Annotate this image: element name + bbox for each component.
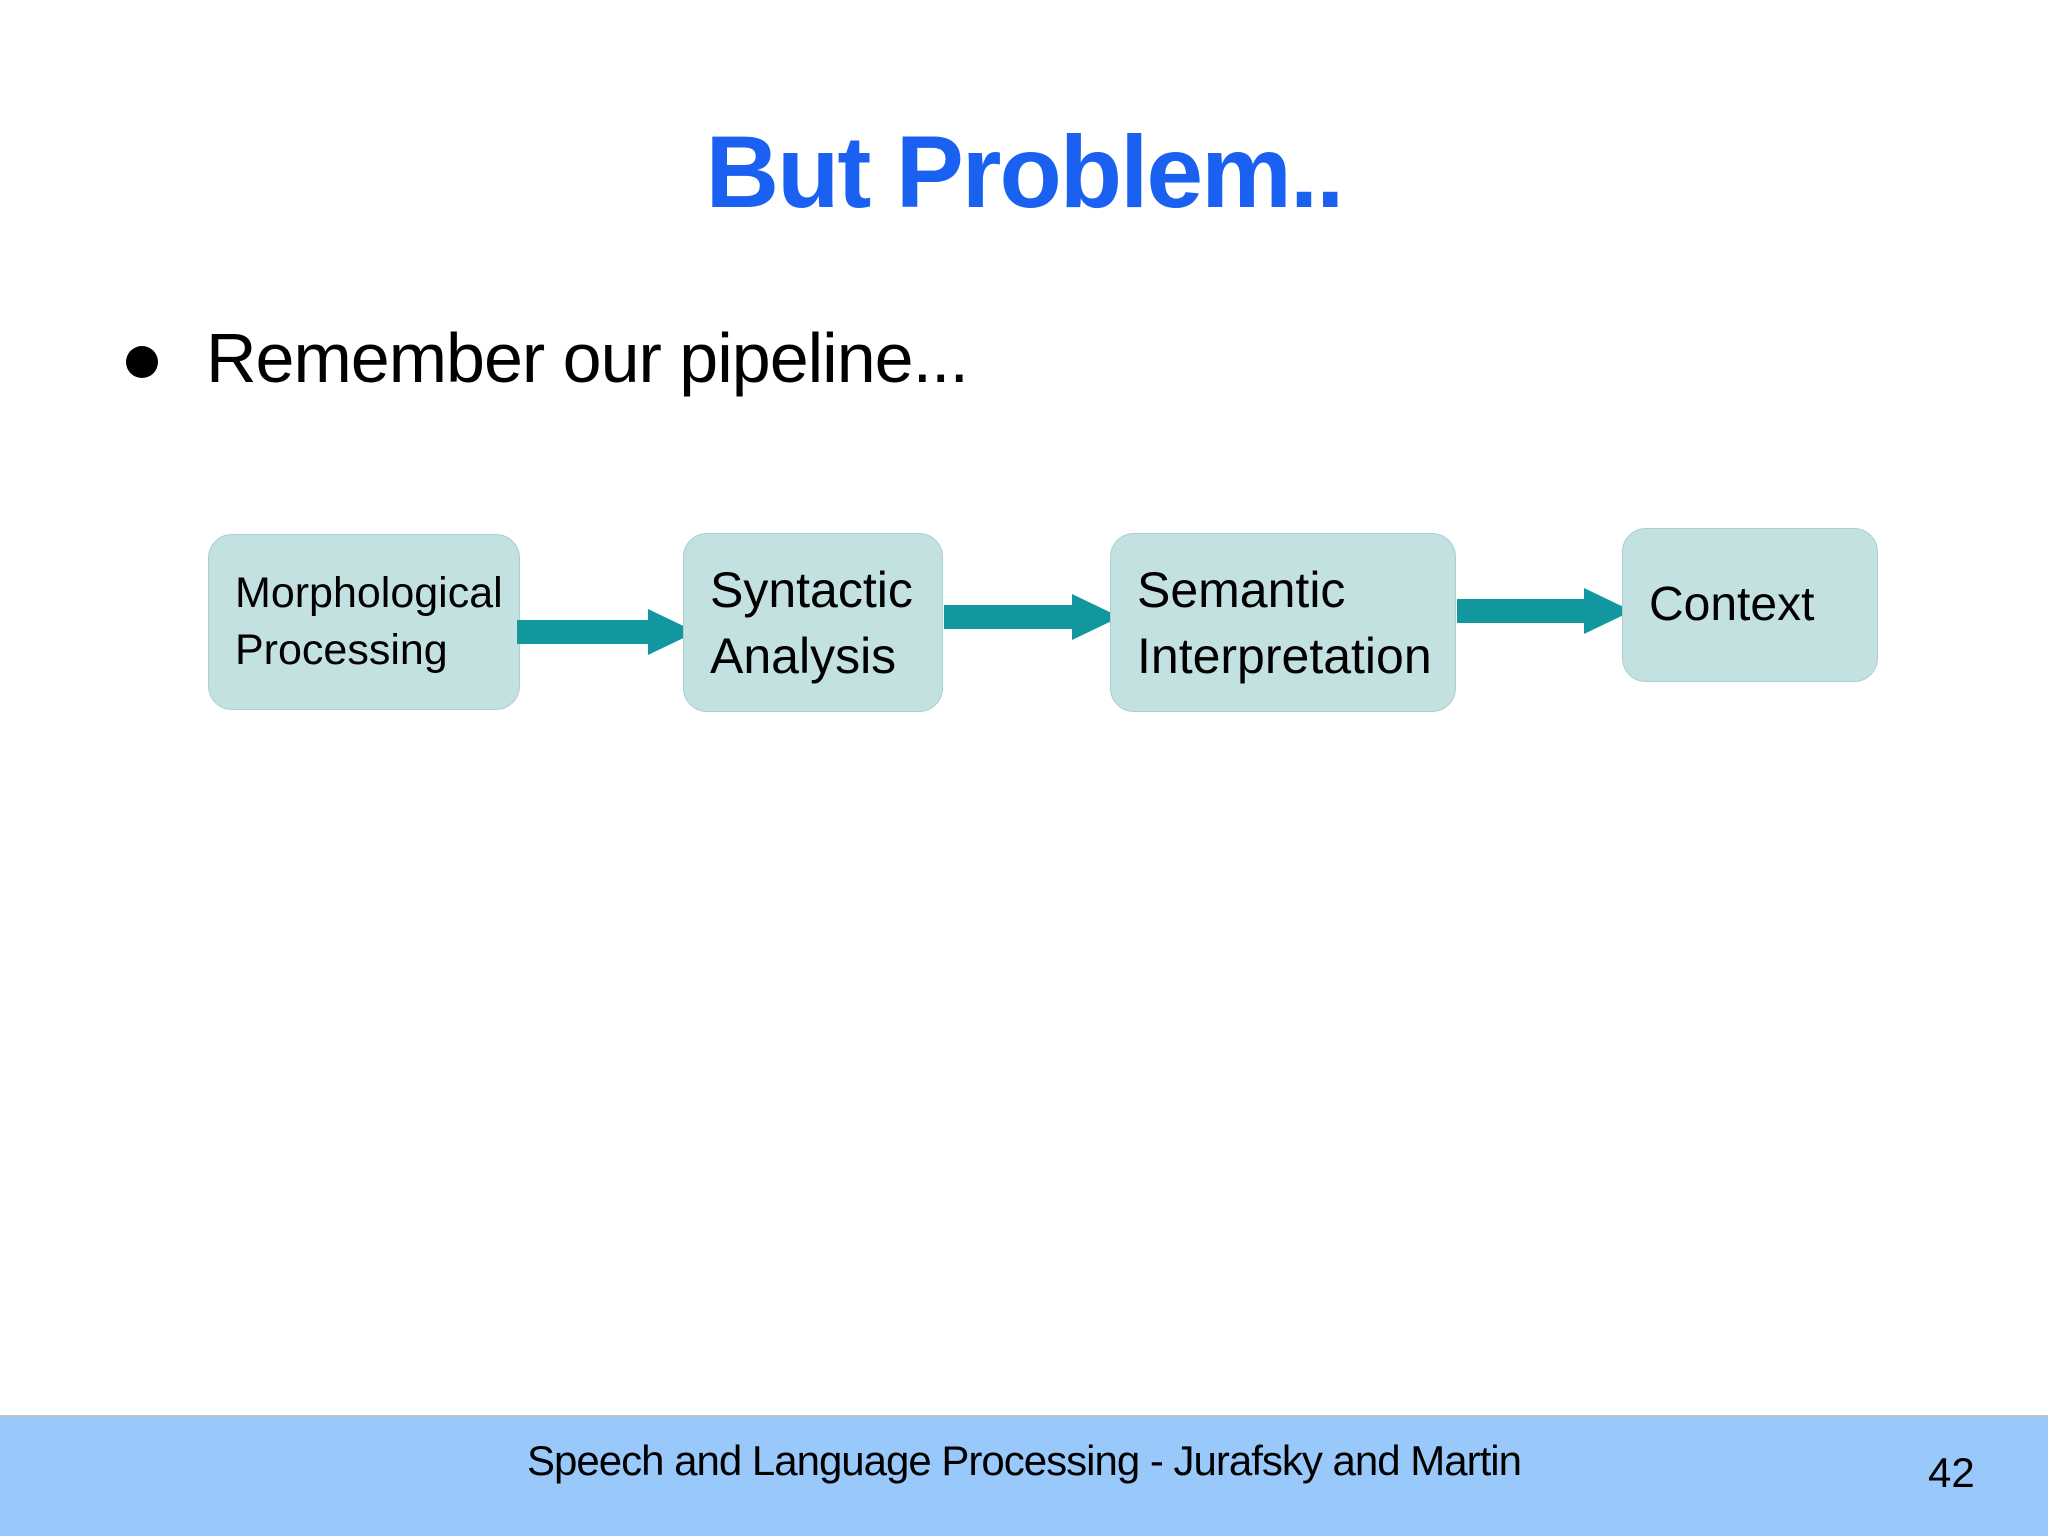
flow-arrow-2-shaft	[944, 605, 1072, 629]
pipeline-box-semantic-interpretation: Semantic Interpretation	[1110, 533, 1456, 712]
footer-bar: Speech and Language Processing - Jurafsk…	[0, 1415, 2048, 1536]
box-label-line: Interpretation	[1137, 627, 1432, 684]
page-number: 42	[1928, 1449, 1975, 1496]
footer-citation: Speech and Language Processing - Jurafsk…	[527, 1437, 1522, 1484]
pipeline-box-morphological-processing: Morphological Processing	[208, 534, 520, 710]
box-label-line: Processing	[235, 626, 448, 674]
bullet-text: Remember our pipeline...	[206, 319, 969, 397]
box-label-line: Context	[1649, 578, 1815, 632]
flow-arrow-2-head-icon	[1072, 594, 1120, 640]
bullet-item: Remember our pipeline...	[126, 318, 969, 400]
box-label-line: Semantic	[1137, 561, 1346, 618]
pipeline-box-syntactic-analysis: Syntactic Analysis	[683, 533, 943, 712]
slide-title: But Problem..	[705, 115, 1344, 229]
box-label-line: Morphological	[235, 569, 503, 618]
bullet-icon	[126, 345, 158, 378]
box-label-line: Analysis	[710, 627, 897, 684]
flow-arrow-1-shaft	[517, 620, 648, 644]
flow-arrow-3-shaft	[1457, 599, 1584, 623]
flow-arrow-1-head-icon	[648, 609, 696, 655]
box-label-line: Syntactic	[710, 561, 913, 618]
pipeline-box-context: Context	[1622, 528, 1878, 682]
flow-arrow-3-head-icon	[1584, 588, 1632, 634]
